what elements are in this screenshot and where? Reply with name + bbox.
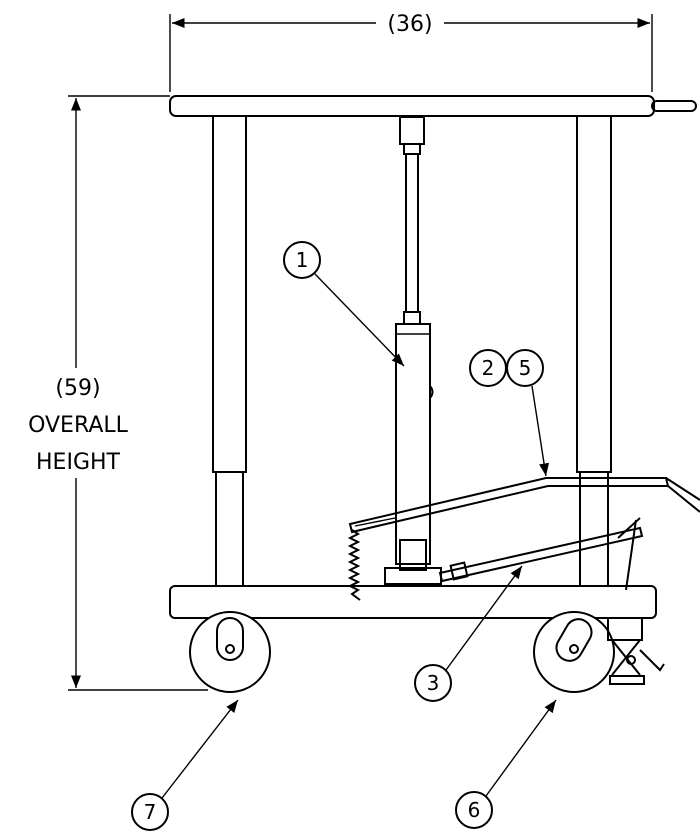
pedal-arm-upper xyxy=(348,477,700,534)
base-platform xyxy=(169,585,657,619)
right-leg xyxy=(576,115,612,587)
callout-1: 1 xyxy=(283,241,405,367)
callout-2: 2 xyxy=(469,349,507,387)
callout-7: 7 xyxy=(131,699,239,831)
svg-text:6: 6 xyxy=(468,798,481,822)
svg-text:1: 1 xyxy=(296,248,309,272)
return-spring xyxy=(347,529,361,601)
left-leg xyxy=(212,115,247,587)
release-rod xyxy=(438,517,644,591)
svg-text:7: 7 xyxy=(144,800,157,824)
callout-3: 3 xyxy=(414,565,523,702)
floor-lock xyxy=(607,617,665,685)
svg-text:3: 3 xyxy=(427,671,440,695)
svg-text:2: 2 xyxy=(482,356,495,380)
svg-text:5: 5 xyxy=(519,356,532,380)
callout-5: 5 xyxy=(506,349,550,477)
height-dimension-value: (59) xyxy=(55,376,100,401)
width-dimension: (36) xyxy=(169,12,653,92)
height-dimension: (59) OVERALL HEIGHT xyxy=(28,95,208,691)
top-platform xyxy=(169,95,697,117)
height-dimension-label-height: HEIGHT xyxy=(36,450,121,475)
width-dimension-text: (36) xyxy=(387,12,432,37)
left-caster xyxy=(189,611,271,693)
callout-6: 6 xyxy=(455,699,557,829)
height-dimension-label-overall: OVERALL xyxy=(28,413,129,438)
right-caster xyxy=(533,611,615,693)
